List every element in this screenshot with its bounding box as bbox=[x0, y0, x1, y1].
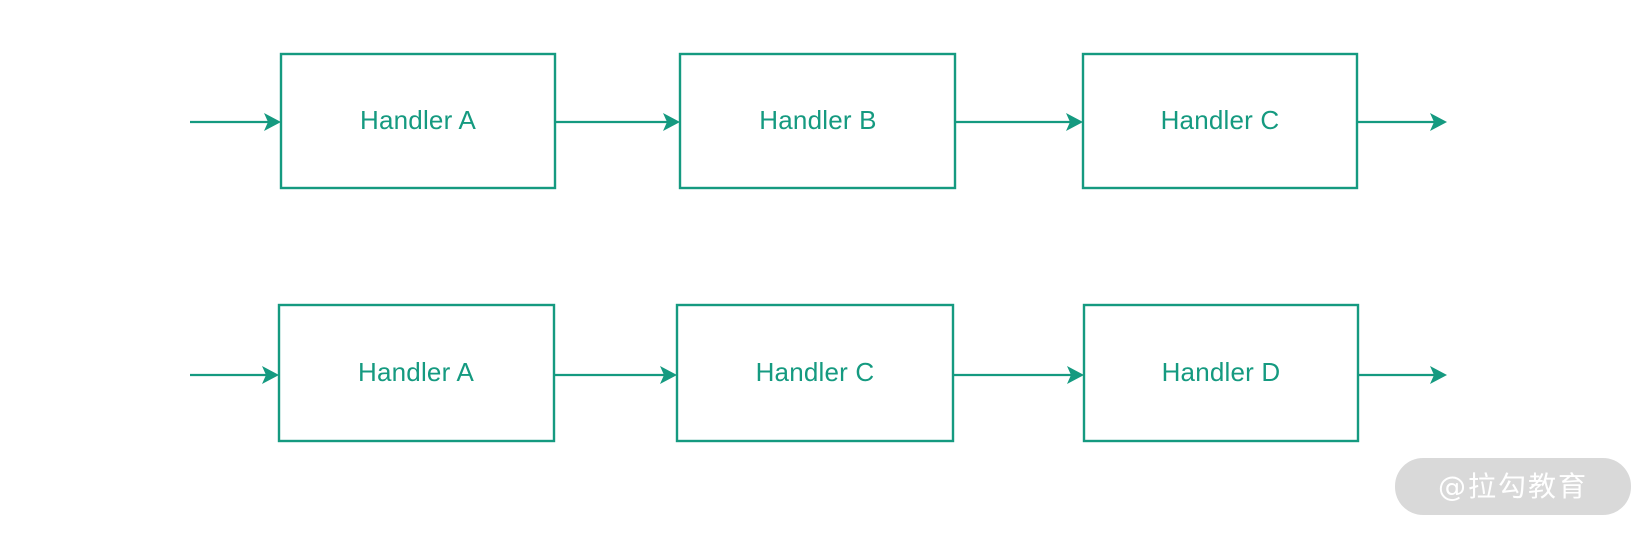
node-handler-b-row1[interactable]: Handler B bbox=[678, 52, 957, 190]
chain-1-exit-arrow bbox=[1357, 113, 1447, 131]
connector-arrow-head bbox=[663, 113, 680, 131]
exit-arrow-head bbox=[1430, 113, 1447, 131]
node-label: Handler A bbox=[358, 357, 474, 387]
chain-1-connector-b-to-c bbox=[955, 113, 1083, 131]
node-label: Handler A bbox=[360, 105, 476, 135]
node-label: Handler C bbox=[1161, 105, 1280, 135]
entry-arrow-head bbox=[262, 366, 279, 384]
chain-2: Handler A Handler C Handler D bbox=[190, 303, 1447, 443]
node-box[interactable] bbox=[678, 52, 957, 190]
watermark-text: @拉勾教育 bbox=[1437, 469, 1588, 503]
chain-2-connector-a-to-c bbox=[554, 366, 677, 384]
watermark-badge: @拉勾教育 bbox=[1395, 458, 1631, 515]
node-box[interactable] bbox=[1082, 303, 1360, 443]
exit-arrow-head bbox=[1430, 366, 1447, 384]
chain-1-entry-arrow bbox=[190, 113, 281, 131]
connector-arrow-head bbox=[1066, 113, 1083, 131]
chain-1-connector-a-to-b bbox=[555, 113, 680, 131]
node-box[interactable] bbox=[279, 52, 557, 190]
entry-arrow-head bbox=[264, 113, 281, 131]
node-handler-c-row2[interactable]: Handler C bbox=[675, 303, 955, 443]
connector-arrow-head bbox=[660, 366, 677, 384]
node-handler-c-row1[interactable]: Handler C bbox=[1081, 52, 1359, 190]
chain-2-connector-c-to-d bbox=[953, 366, 1084, 384]
node-box[interactable] bbox=[277, 303, 556, 443]
node-label: Handler C bbox=[756, 357, 875, 387]
node-handler-d-row2[interactable]: Handler D bbox=[1082, 303, 1360, 443]
node-box[interactable] bbox=[675, 303, 955, 443]
node-label: Handler B bbox=[759, 105, 876, 135]
connector-arrow-head bbox=[1067, 366, 1084, 384]
chain-1: Handler A Handler B Handler C bbox=[190, 52, 1447, 190]
chain-2-exit-arrow bbox=[1358, 366, 1447, 384]
chain-2-entry-arrow bbox=[190, 366, 279, 384]
node-handler-a-row2[interactable]: Handler A bbox=[277, 303, 556, 443]
node-label: Handler D bbox=[1162, 357, 1281, 387]
node-handler-a-row1[interactable]: Handler A bbox=[279, 52, 557, 190]
